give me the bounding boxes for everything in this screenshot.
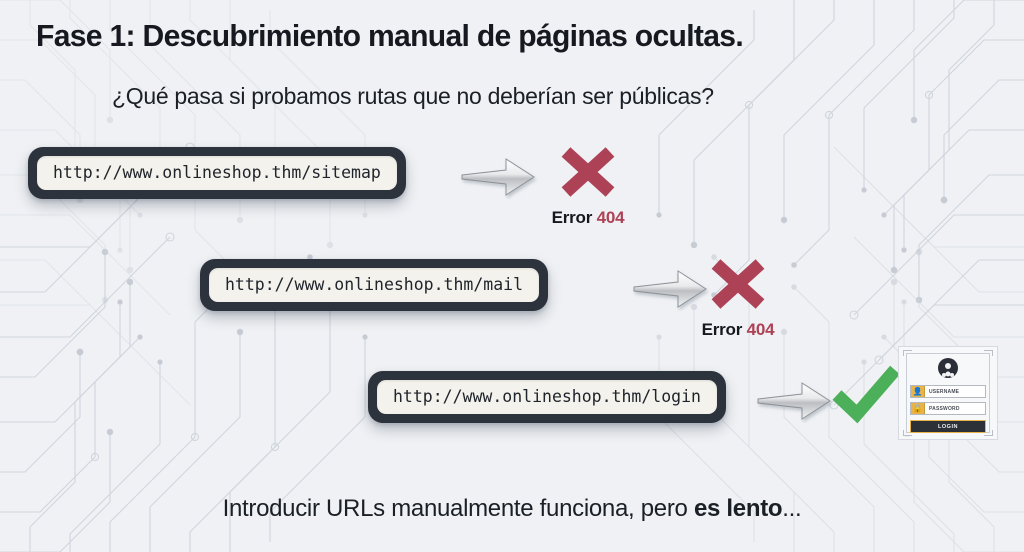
url-bar-mail[interactable]: http://www.onlineshop.thm/mail xyxy=(200,259,549,311)
person-icon: 👤 xyxy=(911,386,925,397)
result-error-sitemap: Error 404 xyxy=(528,144,648,228)
error-label: Error 404 xyxy=(528,208,648,228)
user-avatar-icon xyxy=(938,358,958,378)
corner-mark-tl xyxy=(903,350,912,356)
url-text: http://www.onlineshop.thm/login xyxy=(377,380,717,414)
username-field[interactable]: 👤 USERNAME xyxy=(910,385,986,398)
green-check-icon xyxy=(832,365,900,424)
url-text: http://www.onlineshop.thm/mail xyxy=(209,268,540,302)
lock-icon: 🔒 xyxy=(911,403,925,414)
page-subtitle: ¿Qué pasa si probamos rutas que no deber… xyxy=(112,83,714,109)
result-success-login xyxy=(822,362,912,429)
login-submit-button[interactable]: LOGIN xyxy=(910,420,986,433)
url-text: http://www.onlineshop.thm/sitemap xyxy=(37,156,397,190)
username-label: USERNAME xyxy=(929,388,960,395)
result-error-mail: Error 404 xyxy=(678,256,798,340)
error-label: Error 404 xyxy=(678,320,798,340)
page-title: Fase 1: Descubrimiento manual de páginas… xyxy=(36,18,744,53)
footnote-text: Introducir URLs manualmente funciona, pe… xyxy=(0,495,1024,523)
error-code: 404 xyxy=(746,320,775,339)
footnote-suffix: ... xyxy=(782,495,802,522)
red-cross-icon xyxy=(711,259,765,309)
password-label: PASSWORD xyxy=(929,405,960,412)
url-bar-sitemap[interactable]: http://www.onlineshop.thm/sitemap xyxy=(28,147,406,199)
password-field[interactable]: 🔒 PASSWORD xyxy=(910,402,986,415)
thumbnail-tick-right: ── xyxy=(986,348,991,352)
error-code: 404 xyxy=(596,208,625,227)
error-word: Error xyxy=(551,208,593,227)
url-bar-login[interactable]: http://www.onlineshop.thm/login xyxy=(368,371,726,423)
thumbnail-tick-left: ── xyxy=(905,434,910,438)
footnote-emphasis: es lento xyxy=(693,495,783,522)
error-word: Error xyxy=(701,320,743,339)
right-arrow-icon xyxy=(461,158,535,196)
right-arrow-icon xyxy=(633,270,707,308)
red-cross-icon xyxy=(561,147,615,197)
right-arrow-icon xyxy=(757,382,831,420)
footnote-prefix: Introducir URLs manualmente funciona, pe… xyxy=(222,495,694,522)
login-page-thumbnail: 👤 USERNAME 🔒 PASSWORD LOGIN ── ── xyxy=(898,346,998,440)
